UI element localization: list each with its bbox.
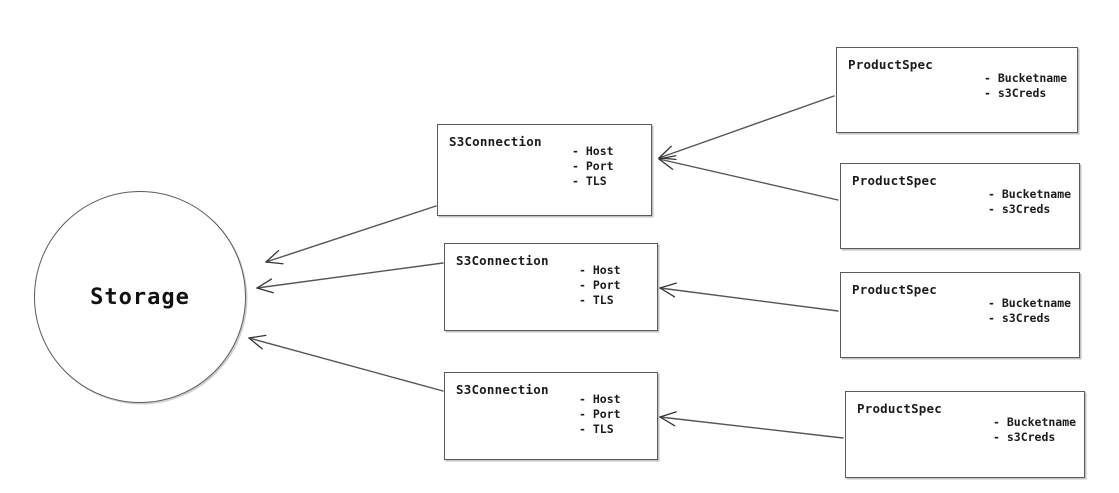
- attribute-item: - Host: [579, 392, 621, 406]
- product-spec-title: ProductSpec: [852, 173, 937, 188]
- arrowhead-barb: [256, 278, 273, 289]
- arrowhead-barb: [248, 337, 263, 350]
- attribute-item: - Port: [572, 159, 614, 173]
- arrowhead-barb: [659, 287, 676, 298]
- arrowhead-barb: [658, 145, 672, 159]
- arrowhead-barb: [265, 261, 284, 265]
- attribute-item: - Bucketname: [993, 415, 1077, 429]
- s3-connection-attribute-list: - Host- Port- TLS: [572, 144, 614, 189]
- arrowhead-barb: [659, 416, 676, 427]
- edge-line: [248, 337, 444, 392]
- arrowhead-barb: [659, 282, 677, 289]
- attribute-item: - s3Creds: [988, 202, 1051, 216]
- edge-line: [659, 287, 839, 312]
- attribute-item: - s3Creds: [984, 86, 1047, 100]
- product-spec-attribute-list: - Bucketname- s3Creds: [984, 71, 1067, 101]
- arrowhead-barb: [256, 287, 274, 294]
- product-spec-node[interactable]: [845, 391, 1085, 478]
- product-spec-attribute-list: - Bucketname- s3Creds: [988, 296, 1071, 326]
- attribute-item: - TLS: [579, 422, 614, 436]
- edge-line: [265, 205, 437, 263]
- attribute-item: - TLS: [579, 293, 614, 307]
- product-spec-node[interactable]: [840, 272, 1080, 358]
- product-spec-attribute-list: - Bucketname- s3Creds: [988, 187, 1071, 217]
- attribute-item: - Host: [572, 144, 614, 158]
- arrowhead-barb: [265, 249, 280, 263]
- storage-circle-node[interactable]: Storage: [34, 191, 246, 403]
- s3-connection-node[interactable]: [444, 372, 658, 460]
- product-spec-title: ProductSpec: [857, 401, 942, 416]
- product-spec-node[interactable]: [836, 47, 1078, 133]
- edge-line: [256, 262, 444, 289]
- arrowhead-barb: [658, 155, 677, 160]
- s3-connection-title: S3Connection: [456, 253, 549, 268]
- attribute-item: - TLS: [572, 174, 607, 188]
- edge-line: [659, 416, 844, 439]
- s3-connection-attribute-list: - Host- Port- TLS: [579, 392, 621, 437]
- arrowhead-barb: [658, 157, 677, 161]
- product-spec-title: ProductSpec: [852, 282, 937, 297]
- s3-connection-attribute-list: - Host- Port- TLS: [579, 263, 621, 308]
- arrowhead-barb: [248, 334, 267, 339]
- attribute-item: - Bucketname: [988, 187, 1072, 201]
- s3-connection-node[interactable]: [437, 124, 652, 216]
- product-spec-attribute-list: - Bucketname- s3Creds: [993, 415, 1076, 445]
- s3-connection-title: S3Connection: [456, 382, 549, 397]
- s3-connection-title: S3Connection: [449, 134, 542, 149]
- attribute-item: - s3Creds: [993, 430, 1056, 444]
- product-spec-node[interactable]: [840, 163, 1080, 249]
- attribute-item: - Port: [579, 278, 621, 292]
- attribute-item: - Port: [579, 407, 621, 421]
- edge-line: [658, 158, 839, 201]
- attribute-item: - s3Creds: [988, 311, 1051, 325]
- arrowhead-barb: [658, 158, 674, 170]
- attribute-item: - Bucketname: [988, 296, 1072, 310]
- edge-line: [658, 95, 835, 159]
- s3-connection-node[interactable]: [444, 243, 658, 331]
- product-spec-title: ProductSpec: [848, 57, 933, 72]
- storage-label: Storage: [90, 284, 190, 310]
- arrowhead-barb: [659, 411, 677, 418]
- attribute-item: - Host: [579, 263, 621, 277]
- attribute-item: - Bucketname: [984, 71, 1068, 85]
